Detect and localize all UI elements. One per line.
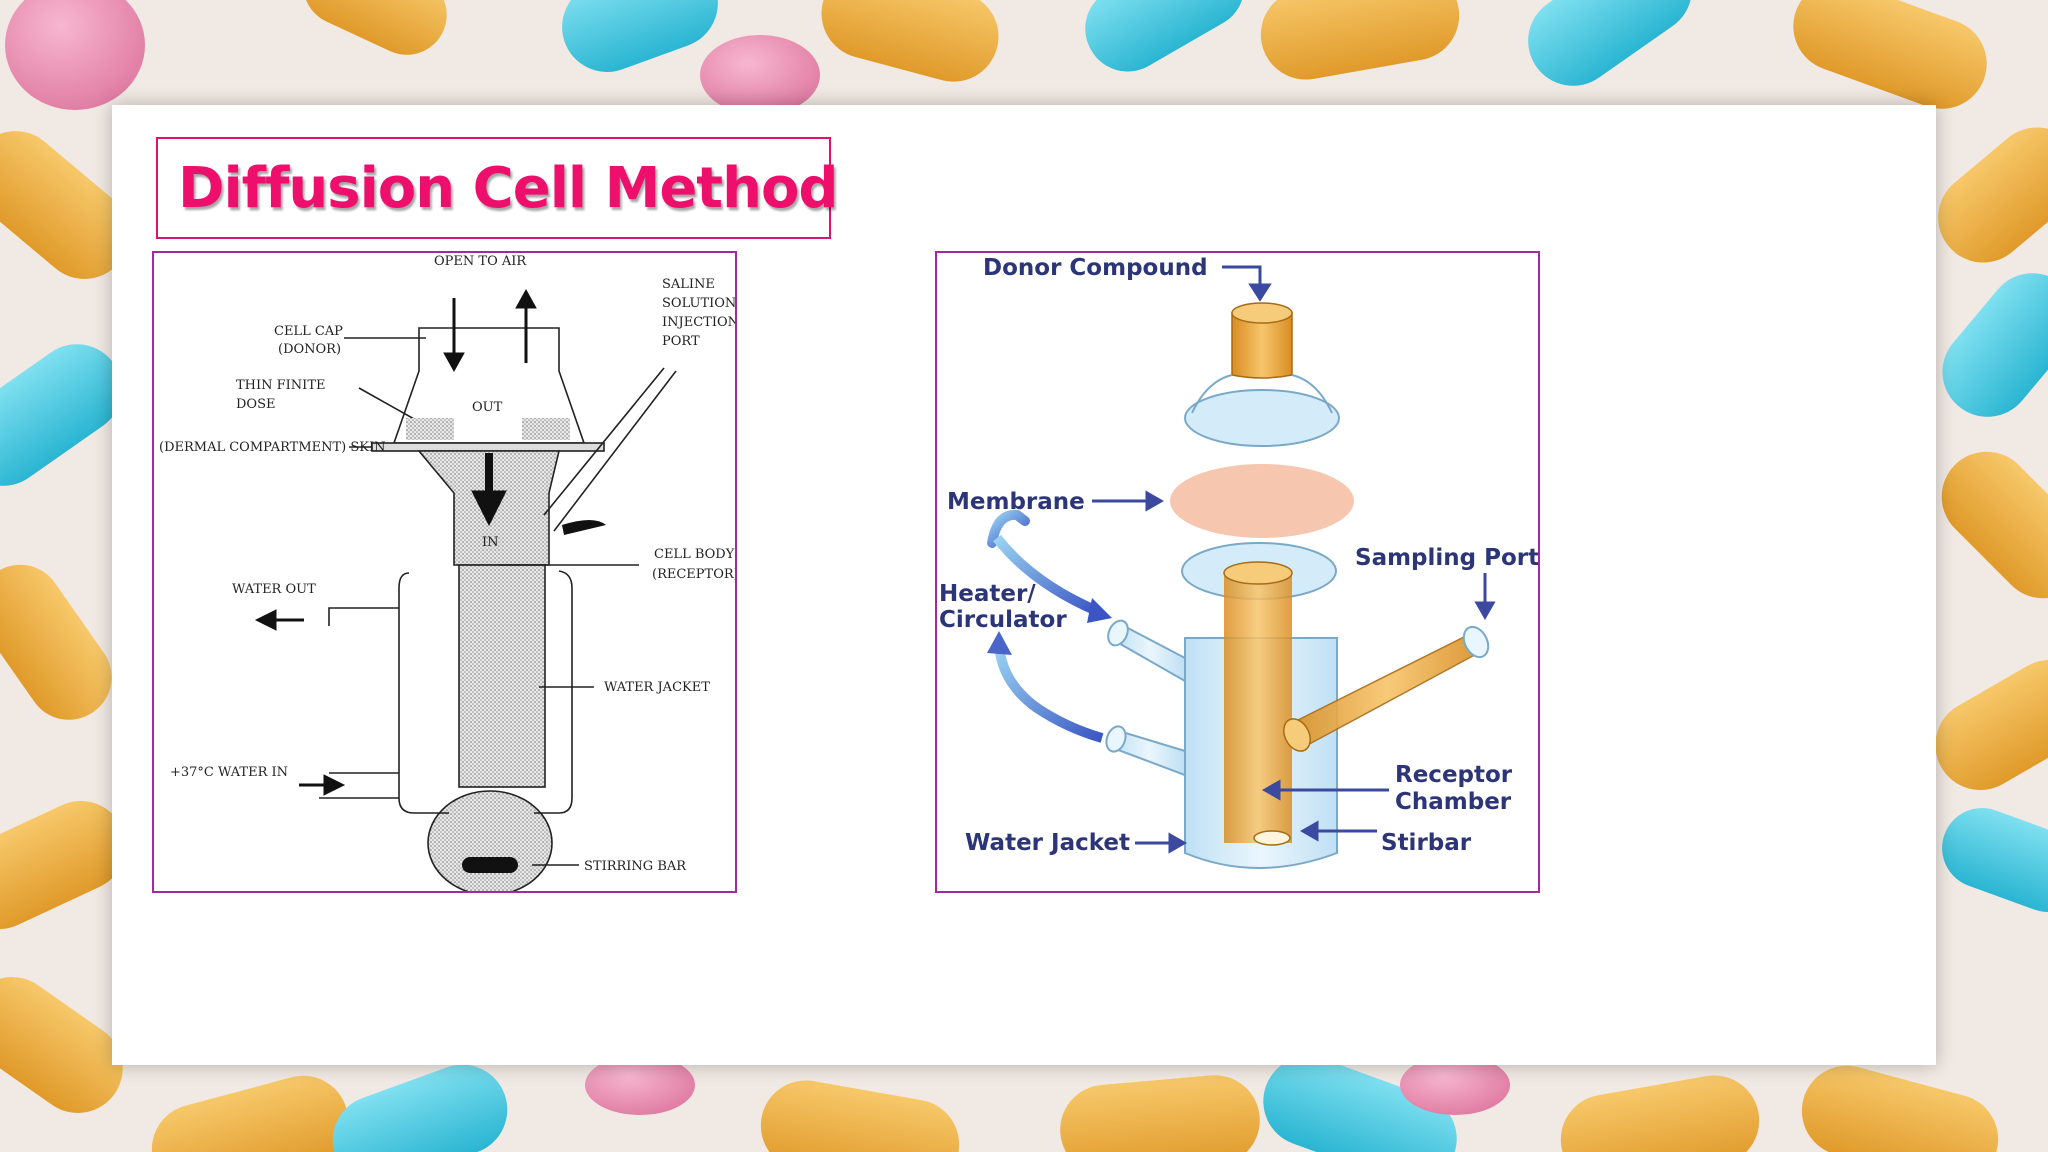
label-cell-cap-1: CELL CAP — [274, 324, 343, 339]
label-skin: (DERMAL COMPARTMENT) SKIN — [159, 440, 386, 455]
label-thin-1: THIN FINITE — [236, 378, 325, 393]
label-water-jacket: Water Jacket — [965, 830, 1130, 856]
label-thin-2: DOSE — [236, 397, 275, 412]
label-membrane: Membrane — [947, 489, 1085, 515]
title-box: Diffusion Cell Method — [156, 137, 839, 239]
label-water-out: WATER OUT — [232, 582, 316, 597]
slide-title: Diffusion Cell Method — [178, 155, 839, 221]
label-receptor-2: Chamber — [1395, 789, 1512, 815]
label-cell-cap-2: (DONOR) — [278, 342, 341, 357]
label-receptor-1: Receptor — [1395, 762, 1513, 788]
label-water-jacket: WATER JACKET — [604, 680, 710, 695]
franz-cell-diagram: OPEN TO AIR SALINE SOLUTION INJECTION PO… — [152, 251, 737, 893]
label-sampling-port: Sampling Port — [1355, 545, 1539, 571]
label-saline-1: SALINE — [662, 277, 715, 292]
label-open-to-air: OPEN TO AIR — [434, 254, 527, 269]
label-heater-1: Heater/ — [939, 581, 1036, 607]
label-stirbar: Stirbar — [1381, 830, 1472, 856]
label-out: OUT — [472, 400, 503, 415]
label-saline-3: INJECTION — [662, 315, 737, 330]
label-in: IN — [482, 535, 499, 550]
label-water-in: +37°C WATER IN — [170, 765, 288, 780]
label-heater-2: Circulator — [939, 607, 1067, 633]
colored-diffusion-cell-diagram: Donor Compound Membrane Sampling Port He… — [935, 251, 1540, 893]
label-saline-2: SOLUTION — [662, 296, 736, 311]
label-donor-compound: Donor Compound — [983, 255, 1208, 281]
label-cell-body-2: (RECEPTOR) — [652, 567, 737, 582]
label-cell-body-1: CELL BODY — [654, 547, 735, 562]
label-stirring-bar: STIRRING BAR — [584, 859, 687, 874]
label-saline-4: PORT — [662, 334, 700, 349]
